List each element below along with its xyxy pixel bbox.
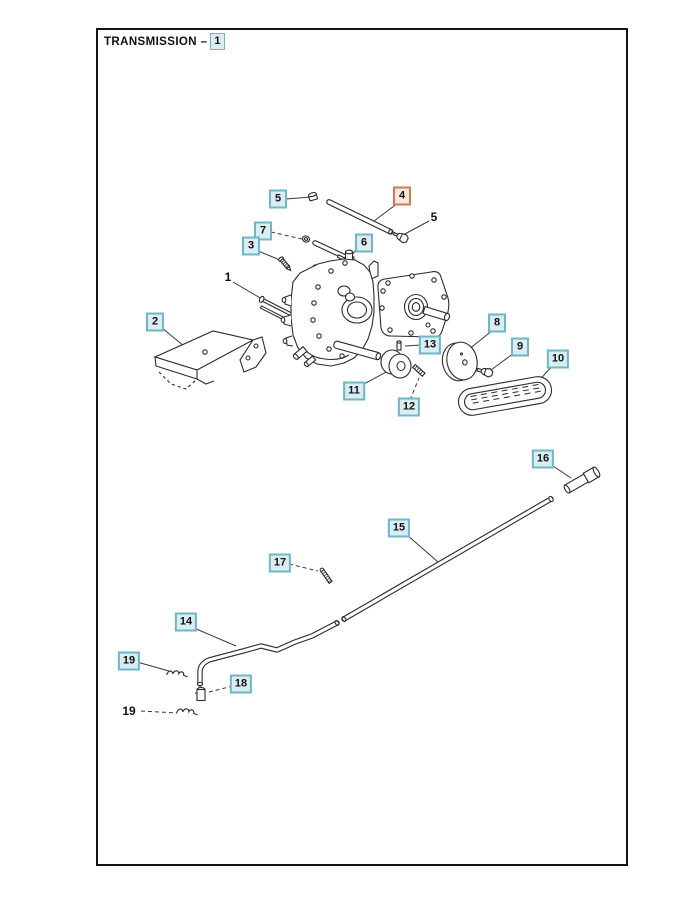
callout-10[interactable]: 10: [546, 349, 570, 369]
coupler-16: [563, 466, 601, 494]
vent-fitting: [344, 249, 354, 261]
leader-12: [409, 377, 420, 401]
callout-1[interactable]: 1: [224, 270, 232, 284]
clip-19b: [176, 708, 198, 716]
leader-17: [288, 563, 319, 572]
callout-15[interactable]: 15: [387, 518, 411, 538]
callout-13[interactable]: 13: [418, 335, 442, 355]
leader-3: [257, 250, 281, 261]
cotter-pin-17: [319, 567, 333, 585]
callout-5a[interactable]: 5: [269, 189, 287, 209]
leader-14: [193, 627, 237, 647]
callout-4-highlighted[interactable]: 4: [393, 186, 411, 206]
hex-nut-7: [301, 235, 311, 243]
callout-18[interactable]: 18: [229, 674, 253, 694]
page-title: TRANSMISSION –: [104, 35, 208, 48]
cross-shaft: [333, 340, 382, 361]
bottom-fitting: [292, 345, 308, 360]
v-belt: [457, 376, 553, 416]
callout-6[interactable]: 6: [355, 233, 373, 253]
case-bottom-contour: [304, 349, 350, 361]
mounting-bracket: [153, 330, 267, 390]
page-header: TRANSMISSION – 1: [104, 33, 225, 50]
callout-9[interactable]: 9: [511, 337, 529, 357]
callout-12[interactable]: 12: [397, 397, 421, 417]
diagram-frame: [96, 28, 628, 866]
callout-19b[interactable]: 19: [122, 704, 136, 718]
flange-bolt: [281, 297, 287, 303]
pin-13: [396, 340, 402, 351]
control-rod-assembly: [166, 466, 601, 716]
callout-11[interactable]: 11: [343, 381, 365, 401]
bottom-fitting-2: [303, 355, 317, 368]
cover-detail: [425, 322, 431, 328]
diagram-ref-badge: 1: [210, 33, 225, 50]
axle-hub-bore: [411, 302, 421, 312]
bent-rod-14: [196, 620, 340, 687]
callout-7[interactable]: 7: [254, 221, 272, 241]
bearing-bore-inner: [346, 301, 368, 319]
case-left-half: [290, 258, 375, 367]
case-bolt-heads: [310, 260, 348, 359]
drive-pulley: [441, 341, 478, 382]
callout-5b[interactable]: 5: [430, 210, 438, 224]
leader-5a: [285, 196, 312, 200]
leader-7: [270, 231, 303, 240]
transmission-gearbox: [258, 249, 451, 368]
callout-3[interactable]: 3: [242, 236, 260, 256]
leader-1: [232, 281, 263, 300]
flange-bolt: [282, 338, 288, 344]
long-rod-15: [341, 495, 554, 622]
clip-19a: [166, 670, 188, 678]
flange-bolt: [280, 317, 286, 323]
leader-8: [467, 329, 494, 351]
axle-shaft: [422, 305, 451, 322]
callout-19a[interactable]: 19: [117, 651, 141, 671]
rod-4: [326, 199, 394, 235]
leader-19b: [140, 710, 178, 714]
screw-3: [278, 256, 292, 272]
leader-4: [373, 202, 399, 222]
spring-pin-12: [411, 363, 426, 377]
leader-19a: [136, 661, 170, 672]
shift-boss-2: [344, 292, 356, 302]
callout-2[interactable]: 2: [146, 312, 164, 332]
mounting-stud: [258, 295, 301, 321]
bushing-18: [195, 686, 206, 702]
callout-16[interactable]: 16: [531, 449, 555, 469]
hex-bolt-5: [392, 231, 409, 244]
leader-9: [490, 352, 515, 371]
leader-15: [405, 533, 439, 563]
callout-14[interactable]: 14: [174, 612, 198, 632]
bearing-bore: [341, 296, 373, 324]
hex-nut-5: [307, 192, 318, 202]
hex-bolt-9: [476, 367, 494, 378]
callout-8[interactable]: 8: [488, 313, 506, 333]
leader-5b: [402, 220, 430, 236]
leader-13: [404, 344, 422, 347]
idler-pulley: [380, 349, 412, 379]
callout-17[interactable]: 17: [268, 553, 292, 573]
